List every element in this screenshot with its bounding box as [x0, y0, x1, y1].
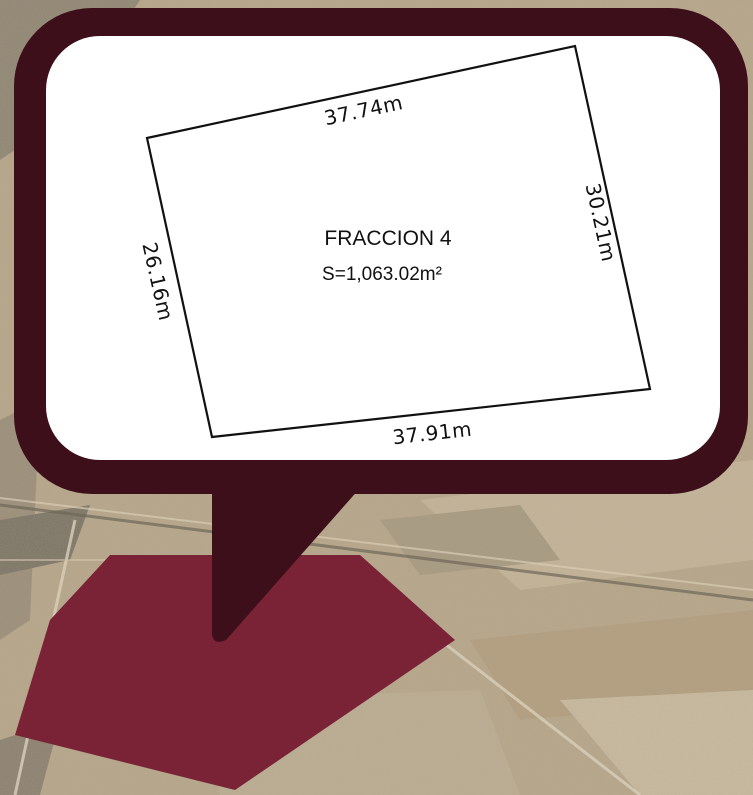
callout-panel — [46, 36, 720, 460]
plot-name: FRACCION 4 — [324, 227, 452, 250]
lot-outline — [145, 44, 652, 439]
callout-pointer — [212, 488, 360, 642]
plot-area: S=1,063.02m² — [322, 264, 442, 285]
parcel-highlight — [15, 555, 455, 790]
